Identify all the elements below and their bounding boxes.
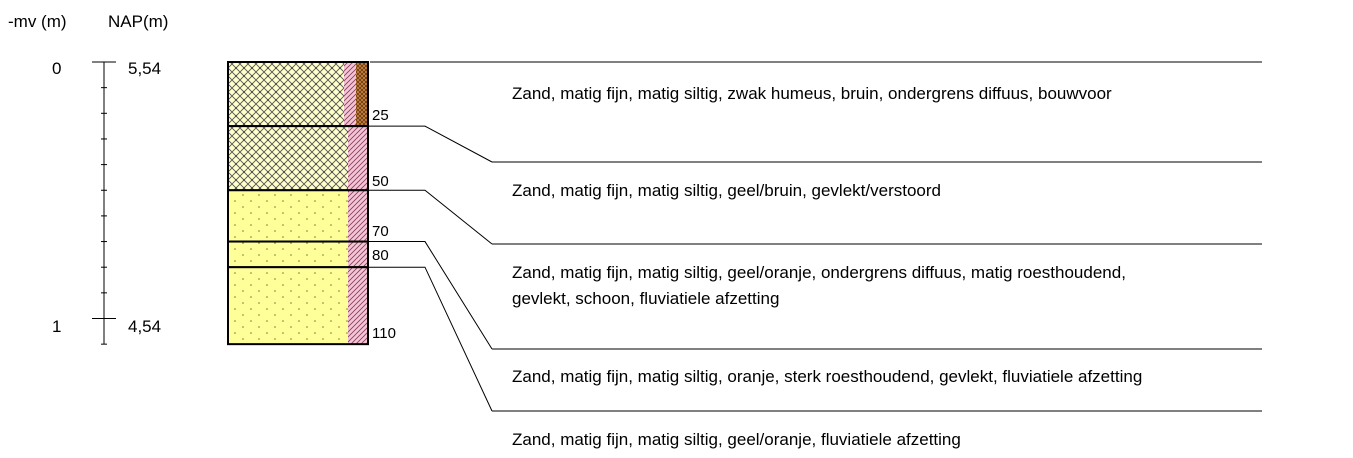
mv-tick-label-0: 0 — [52, 59, 61, 78]
nap-column-header: NAP(m) — [108, 12, 168, 31]
soil-layer-4 — [227, 240, 369, 269]
layer-5-main-fill — [228, 267, 348, 345]
leader-line-4 — [368, 266, 493, 412]
nap-tick-label-1: 4,54 — [128, 317, 161, 336]
layer-description-4: Zand, matig fijn, matig siltig, oranje, … — [512, 367, 1142, 386]
layer-description-2: Zand, matig fijn, matig siltig, geel/bru… — [512, 181, 941, 200]
mv-column-header: -mv (m) — [8, 12, 67, 31]
layer-5-side-fill-1 — [348, 267, 368, 345]
layer-description-1: Zand, matig fijn, matig siltig, zwak hum… — [512, 84, 1112, 103]
mv-tick-label-1: 1 — [52, 317, 61, 336]
layer-4-side-fill-1 — [348, 241, 368, 268]
layer-1-side-fill-2 — [356, 62, 368, 127]
layer-bottom-label-5: 110 — [372, 325, 396, 342]
layer-depth-labels: 25 50 70 80 110 — [372, 107, 396, 342]
layer-descriptions: Zand, matig fijn, matig siltig, zwak hum… — [512, 84, 1142, 449]
soil-layer-3 — [227, 189, 369, 243]
layer-1-main-fill — [228, 62, 344, 127]
layer-1-side-fill-1 — [344, 62, 356, 127]
layer-bottom-label-2: 50 — [372, 173, 389, 190]
soil-layer-1 — [227, 61, 369, 128]
layer-description-3-line-1: Zand, matig fijn, matig siltig, geel/ora… — [512, 263, 1126, 282]
layer-3-main-fill — [228, 190, 348, 242]
leader-line-3 — [368, 241, 493, 350]
layer-3-side-fill-1 — [348, 190, 368, 242]
axis-tick-marks — [92, 61, 116, 345]
boring-column — [227, 61, 369, 346]
nap-tick-label-0: 5,54 — [128, 59, 161, 78]
leader-lines — [368, 61, 1262, 412]
leader-line-2 — [368, 189, 493, 245]
layer-4-main-fill — [228, 241, 348, 268]
layer-2-side-fill-1 — [348, 126, 368, 191]
layer-bottom-label-4: 80 — [372, 247, 389, 264]
layer-2-main-fill — [228, 126, 348, 191]
depth-axis: 0 1 5,54 4,54 — [52, 59, 161, 345]
soil-layer-2 — [227, 125, 369, 192]
soil-layer-5 — [227, 266, 369, 346]
layer-description-5: Zand, matig fijn, matig siltig, geel/ora… — [512, 430, 961, 449]
leader-line-1 — [368, 125, 493, 163]
layer-bottom-label-1: 25 — [372, 107, 389, 124]
layer-description-3-line-2: gevlekt, schoon, fluviatiele afzetting — [512, 289, 779, 308]
layer-bottom-label-3: 70 — [372, 223, 389, 240]
layer-5-border — [227, 266, 369, 346]
